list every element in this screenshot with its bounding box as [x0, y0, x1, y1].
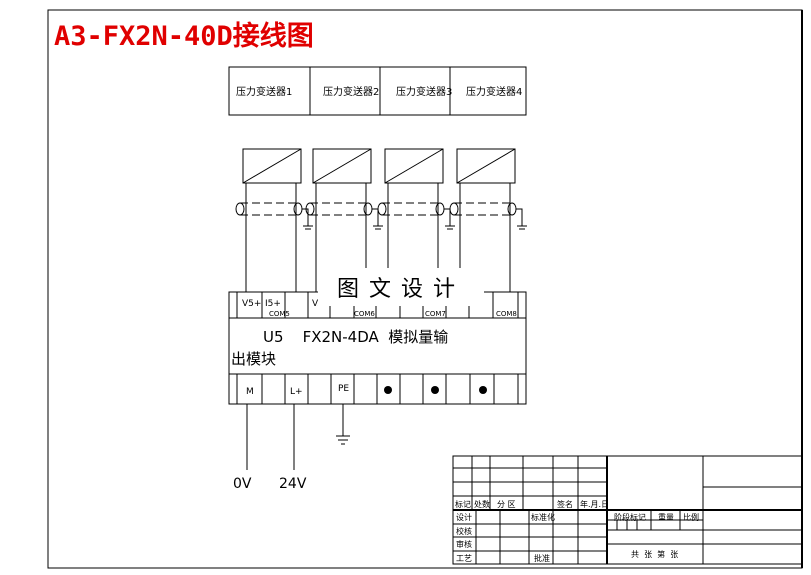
title-block-text: 标记 处数 分 区 签名 年.月.日 设计 校核 审核 工艺 标准化 批准 阶段… — [455, 499, 699, 563]
terminal-pe: PE — [338, 384, 349, 394]
tb-review: 审核 — [456, 539, 472, 549]
transmitter-2-symbol — [312, 148, 372, 184]
tb-weight: 重量 — [658, 512, 674, 522]
terminal-lplus: L+ — [290, 387, 303, 397]
terminal-com7: COM7 — [425, 310, 446, 318]
supply-24v-label: 24V — [279, 476, 307, 492]
drawing-title: A3-FX2N-40D接线图 — [54, 21, 314, 52]
module-name-line1: U5 FX2N-4DA 模拟量输 — [263, 328, 448, 346]
tb-process: 工艺 — [456, 554, 472, 563]
watermark-text: 图文设计 — [337, 277, 465, 302]
tb-sheets: 共 张 第 张 — [631, 549, 678, 559]
terminal-m: M — [246, 387, 254, 397]
transmitter-label-1: 压力变送器1 — [236, 85, 292, 98]
supply-wires — [246, 404, 350, 470]
transmitter-label-4: 压力变送器4 — [466, 85, 522, 98]
transmitter-label-3: 压力变送器3 — [396, 85, 452, 98]
analog-output-module: V5+ I5+ COM5 V... COM6 COM7 COM8 U5 FX2N… — [228, 291, 527, 405]
tb-stage: 阶段标记 — [614, 512, 646, 522]
transmitter-symbols — [242, 148, 516, 184]
watermark-background — [318, 268, 484, 306]
title-block — [452, 455, 803, 565]
terminal-dot-3 — [479, 386, 487, 394]
terminal-com6: COM6 — [354, 310, 375, 318]
shield-ground-symbols — [302, 208, 527, 230]
tb-count: 处数 — [474, 499, 490, 509]
transmitter-4-symbol — [456, 148, 516, 184]
tb-mark: 标记 — [455, 499, 471, 509]
tb-date: 年.月.日 — [580, 499, 609, 509]
transmitter-label-box: 压力变送器1 压力变送器2 压力变送器3 压力变送器4 — [228, 66, 527, 116]
tb-design: 设计 — [456, 512, 472, 522]
tb-zone: 分 区 — [497, 500, 516, 509]
transmitter-label-2: 压力变送器2 — [323, 85, 379, 98]
tb-approve: 批准 — [534, 553, 550, 563]
shielded-cables — [235, 202, 517, 216]
terminal-dot-1 — [384, 386, 392, 394]
tb-check: 校核 — [456, 526, 472, 536]
terminal-v5plus: V5+ — [242, 299, 261, 309]
terminal-i5plus: I5+ — [265, 299, 281, 309]
terminal-dot-2 — [431, 386, 439, 394]
transmitter-1-symbol — [242, 148, 302, 184]
terminal-com8: COM8 — [496, 310, 517, 318]
transmitter-3-symbol — [384, 148, 444, 184]
tb-standardization: 标准化 — [531, 512, 555, 522]
tb-scale: 比例 — [683, 512, 699, 522]
supply-0v-label: 0V — [233, 476, 252, 492]
terminal-com5: COM5 — [269, 310, 290, 318]
module-name-line2: 出模块 — [231, 350, 276, 368]
signal-wires — [245, 183, 511, 292]
tb-sign: 签名 — [557, 499, 573, 509]
